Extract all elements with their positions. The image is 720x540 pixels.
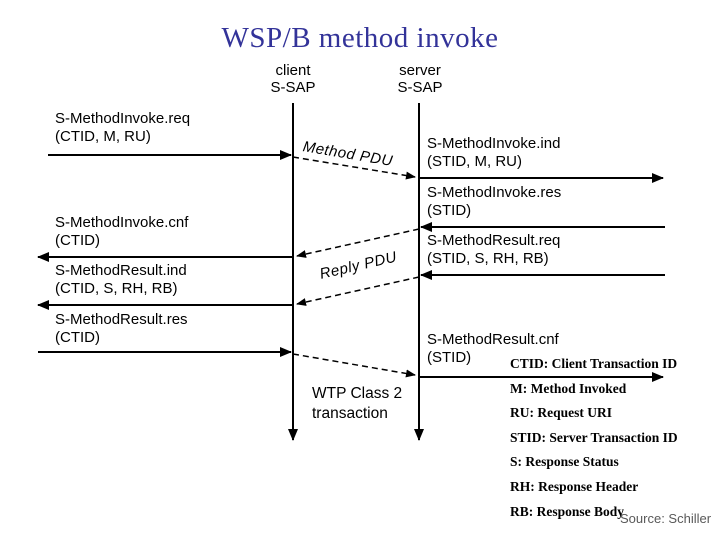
legend-item-rh: RH: Response Header — [510, 478, 639, 494]
dashed-arrow-method-pdu — [292, 156, 416, 180]
abbreviation-legend: CTID: Client Transaction ID M: Method In… — [510, 352, 678, 524]
legend-item-stid: STID: Server Transaction ID — [510, 429, 678, 445]
server-lifeline-header: server S-SAP — [365, 62, 475, 96]
message-label-method-result-cnf: S-MethodResult.cnf (STID) — [427, 331, 559, 366]
message-name: S-MethodInvoke.req — [55, 110, 191, 127]
legend-item-ctid: CTID: Client Transaction ID — [510, 356, 678, 371]
message-params: (STID) — [427, 348, 472, 366]
message-params: (CTID) — [55, 328, 100, 346]
message-params: (CTID, M, RU) — [55, 127, 151, 145]
message-name: S-MethodResult.res — [55, 311, 188, 328]
dashed-arrow-result-pdu — [292, 353, 416, 378]
legend-item-m: M: Method Invoked — [510, 380, 627, 396]
legend-item-rb: RB: Response Body — [510, 503, 625, 519]
dashed-arrow-reply-pdu-1 — [296, 228, 420, 258]
wtp-class2-note: WTP Class 2 transaction — [312, 384, 402, 424]
message-params: (CTID) — [55, 231, 100, 249]
wtp-note-line1: WTP Class 2 — [312, 385, 403, 402]
message-label-method-invoke-req: S-MethodInvoke.req (CTID, M, RU) — [55, 110, 190, 145]
server-sap-label: S-SAP — [397, 79, 443, 96]
message-name: S-MethodInvoke.res — [427, 184, 562, 201]
message-name: S-MethodInvoke.cnf — [55, 214, 189, 231]
message-name: S-MethodResult.cnf — [427, 331, 559, 348]
legend-item-s: S: Response Status — [510, 454, 619, 470]
message-name: S-MethodResult.ind — [55, 262, 187, 279]
client-sap-label: S-SAP — [270, 79, 316, 96]
client-lifeline-header: client S-SAP — [238, 62, 348, 96]
legend-item-ru: RU: Request URI — [510, 405, 612, 421]
wtp-note-line2: transaction — [312, 405, 388, 422]
message-label-method-result-res: S-MethodResult.res (CTID) — [55, 311, 188, 346]
page-title: WSP/B method invoke — [221, 22, 499, 54]
client-role-label: client — [275, 62, 311, 79]
message-label-method-result-ind: S-MethodResult.ind (CTID, S, RH, RB) — [55, 262, 187, 297]
message-params: (STID) — [427, 201, 472, 219]
message-name: S-MethodResult.req — [427, 232, 561, 249]
message-label-method-result-req: S-MethodResult.req (STID, S, RH, RB) — [427, 232, 560, 267]
message-label-method-invoke-res: S-MethodInvoke.res (STID) — [427, 184, 561, 219]
message-label-method-invoke-cnf: S-MethodInvoke.cnf (CTID) — [55, 214, 188, 249]
dashed-arrow-reply-pdu-2 — [296, 276, 420, 306]
message-label-method-invoke-ind: S-MethodInvoke.ind (STID, M, RU) — [427, 135, 560, 170]
message-params: (CTID, S, RH, RB) — [55, 279, 178, 297]
server-role-label: server — [399, 62, 441, 79]
message-params: (STID, M, RU) — [427, 152, 522, 170]
message-params: (STID, S, RH, RB) — [427, 249, 549, 267]
source-credit: Source: Schiller — [620, 511, 712, 526]
message-name: S-MethodInvoke.ind — [427, 135, 561, 152]
